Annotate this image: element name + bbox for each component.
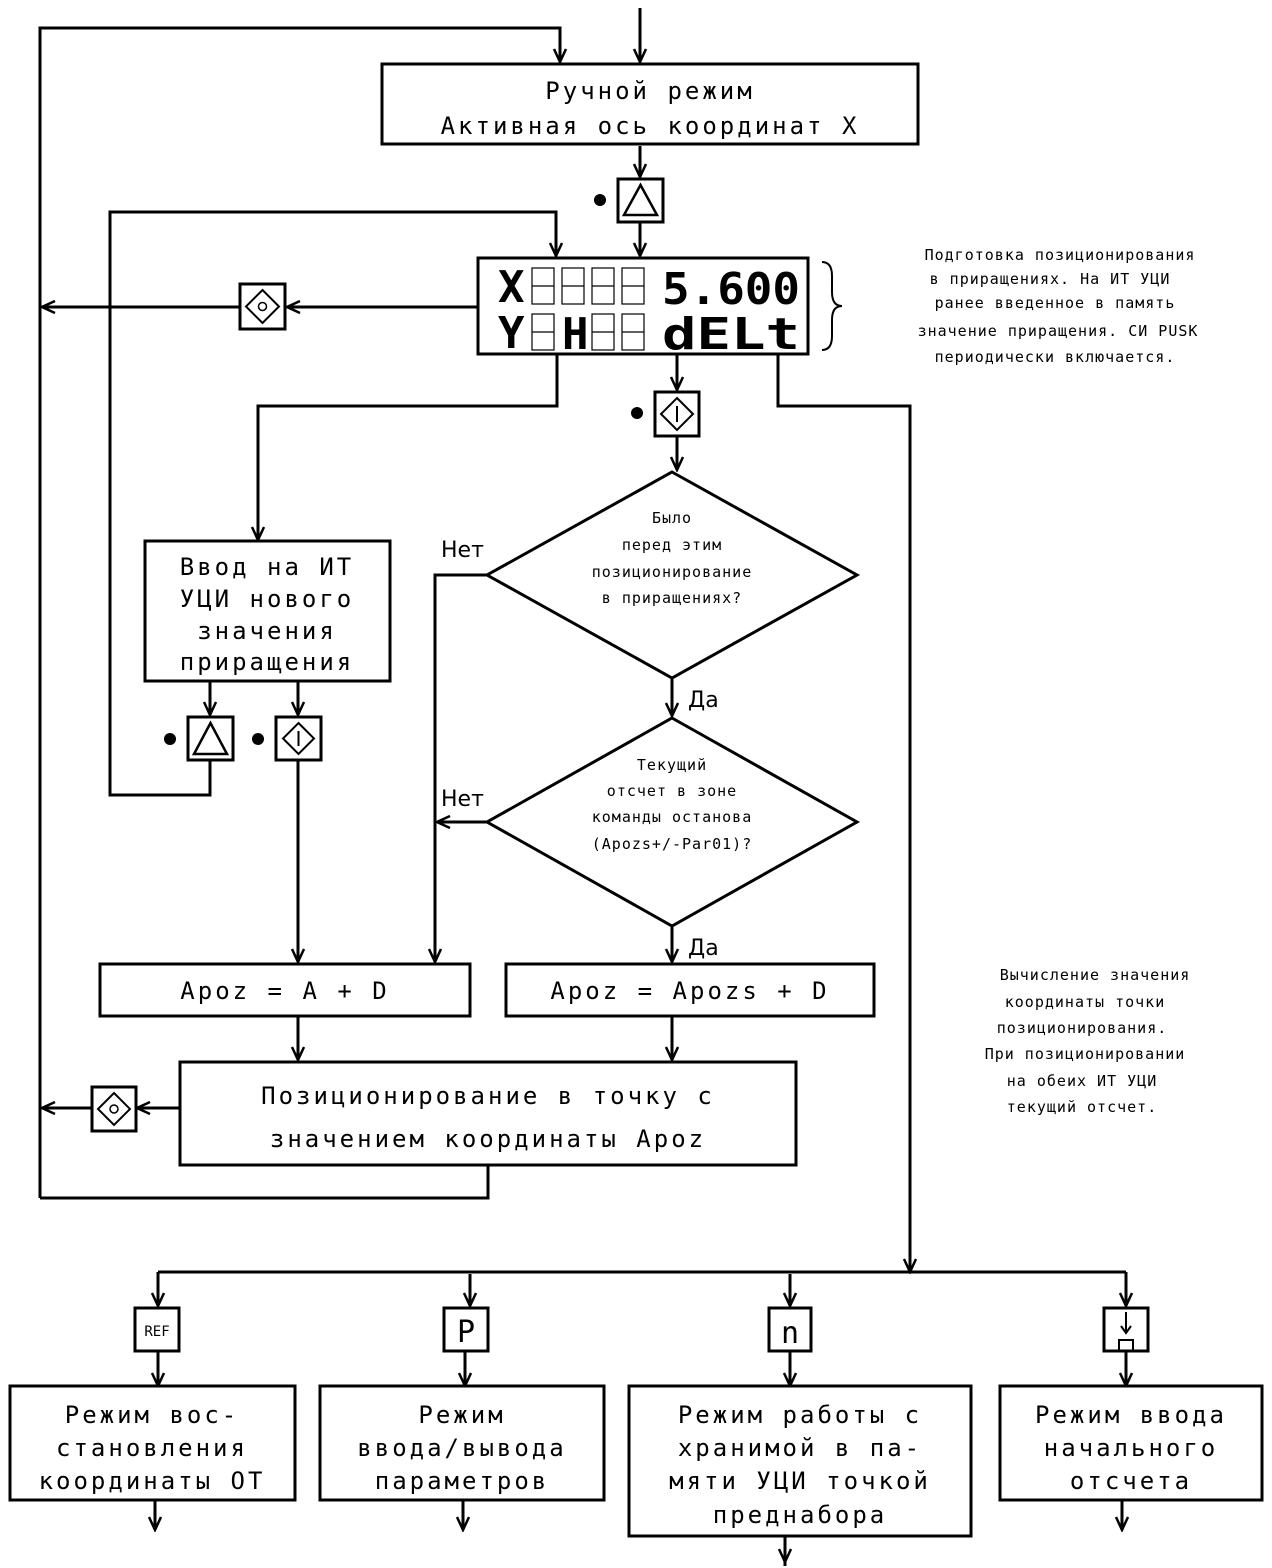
down-to-zero-icon — [1118, 1312, 1134, 1351]
svg-text:координаты ОТ: координаты ОТ — [39, 1467, 266, 1495]
positioning-box: Позиционирование в точку с значением коо… — [178, 1060, 798, 1167]
mode-params-box: Режим ввода/вывода параметров — [318, 1384, 606, 1502]
decision-in-stop-zone: Текущий отсчет в зоне команды останова (… — [483, 716, 861, 928]
svg-text:n: n — [781, 1316, 799, 1351]
diamond-icon — [244, 288, 281, 325]
info-key-top[interactable] — [631, 390, 701, 438]
triangle-up-icon — [191, 720, 230, 756]
svg-text:хранимой в па-: хранимой в па- — [678, 1434, 922, 1462]
svg-text:значением координаты Apoz: значением координаты Apoz — [270, 1125, 706, 1153]
origin-key[interactable] — [1102, 1306, 1150, 1353]
svg-text:приращения: приращения — [180, 648, 355, 676]
svg-text:параметров: параметров — [375, 1467, 550, 1495]
svg-text:в приращениях. На ИТ УЦИ: в приращениях. На ИТ УЦИ — [930, 270, 1171, 288]
mode-ref-restore-box: Режим вос- становления координаты ОТ — [8, 1384, 297, 1502]
svg-text:Вычисление значения: Вычисление значения — [1000, 966, 1191, 984]
svg-text:Apoz = A + D: Apoz = A + D — [180, 977, 389, 1005]
axis-y-label: Y — [498, 308, 525, 359]
svg-text:текущий отсчет.: текущий отсчет. — [1007, 1098, 1157, 1116]
svg-text:перед этим: перед этим — [622, 536, 722, 554]
info-key-input[interactable] — [252, 715, 323, 762]
mode-origin-box: Режим ввода начального отсчета — [998, 1384, 1264, 1502]
svg-text:P: P — [457, 1315, 475, 1350]
svg-text:(Apozs+/-Par01)?: (Apozs+/-Par01)? — [592, 835, 753, 853]
brace-icon — [821, 261, 843, 351]
svg-text:ранее введенное в память: ранее введенное в память — [935, 294, 1176, 312]
svg-text:периодически включается.: периодически включается. — [935, 348, 1176, 366]
svg-text:позиционирования.: позиционирования. — [997, 1019, 1168, 1037]
diamond-key-top[interactable] — [238, 282, 287, 331]
n-key[interactable]: n — [767, 1306, 813, 1353]
svg-text:отсчета: отсчета — [1070, 1467, 1192, 1495]
svg-text:Режим: Режим — [418, 1401, 505, 1429]
svg-text:значение приращения. СИ PUSK: значение приращения. СИ PUSK — [918, 322, 1199, 340]
svg-text:команды останова: команды останова — [592, 808, 753, 826]
svg-text:мяти УЦИ точкой: мяти УЦИ точкой — [669, 1467, 931, 1495]
decision2-no-label: Нет — [441, 787, 484, 812]
note-preparation: Подготовка позиционирования в приращения… — [918, 246, 1199, 366]
x-value: 5.600 — [662, 264, 800, 315]
diamond-i-icon — [281, 721, 316, 756]
formula-left-box: Apoz = A + D — [98, 962, 472, 1018]
press-dot-icon — [631, 407, 643, 419]
note-calculation: Вычисление значения координаты точки поз… — [985, 966, 1191, 1116]
ref-key[interactable]: REF — [133, 1306, 181, 1353]
svg-text:Apoz = Apozs + D: Apoz = Apozs + D — [550, 977, 829, 1005]
active-axis-label: Активная ось координат X — [441, 112, 860, 140]
svg-text:Режим вос-: Режим вос- — [65, 1401, 240, 1429]
blank-digits-row1 — [531, 267, 645, 305]
diamond-icon — [96, 1091, 132, 1127]
y-mode-char: H — [562, 309, 589, 360]
press-dot-icon — [164, 733, 176, 745]
svg-text:Было: Было — [652, 509, 692, 527]
svg-text:Режим работы с: Режим работы с — [678, 1401, 922, 1429]
svg-text:Позиционирование в точку с: Позиционирование в точку с — [261, 1082, 715, 1110]
press-dot-icon — [252, 733, 264, 745]
formula-right-box: Apoz = Apozs + D — [504, 962, 876, 1018]
connectors — [38, 8, 1126, 1566]
decision2-yes-label: Да — [688, 936, 719, 961]
mode-preset-box: Режим работы с хранимой в па- мяти УЦИ т… — [627, 1384, 973, 1538]
svg-text:начального: начального — [1044, 1434, 1219, 1462]
decision1-yes-label: Да — [688, 688, 719, 713]
axis-x-label: X — [498, 262, 525, 313]
y-value: dELt — [662, 309, 800, 360]
svg-text:Ввод на ИТ: Ввод на ИТ — [180, 553, 355, 581]
svg-text:позиционирование: позиционирование — [592, 563, 753, 581]
svg-text:становления: становления — [56, 1434, 248, 1462]
diamond-key-bottom[interactable] — [90, 1085, 138, 1133]
decision1-no-label: Нет — [441, 538, 484, 563]
svg-text:При позиционировании: При позиционировании — [985, 1045, 1186, 1063]
svg-text:Подготовка позиционирования: Подготовка позиционирования — [925, 246, 1196, 264]
press-dot-icon — [594, 194, 606, 206]
svg-text:на обеих ИТ УЦИ: на обеих ИТ УЦИ — [1007, 1072, 1157, 1090]
triangle-up-icon — [621, 182, 660, 217]
svg-text:Режим ввода: Режим ввода — [1035, 1401, 1227, 1429]
blank-digits-row2 — [531, 313, 645, 351]
svg-text:значения: значения — [197, 617, 337, 645]
svg-text:отсчет в зоне: отсчет в зоне — [607, 782, 737, 800]
svg-text:преднабора: преднабора — [713, 1501, 888, 1529]
manual-mode-title: Ручной режим — [545, 77, 754, 105]
svg-text:Текущий: Текущий — [637, 756, 707, 774]
up-key-input[interactable] — [164, 715, 235, 762]
svg-text:УЦИ нового: УЦИ нового — [180, 585, 355, 613]
input-increment-box: Ввод на ИТ УЦИ нового значения приращени… — [143, 539, 392, 683]
p-key[interactable]: P — [442, 1306, 490, 1353]
decision-was-incremental: Было перед этим позиционирование в прира… — [483, 470, 861, 680]
dro-display: X 5.600 Y H dELt — [476, 256, 810, 360]
up-key-top[interactable] — [594, 177, 665, 224]
diamond-i-icon — [659, 396, 695, 432]
svg-text:REF: REF — [144, 1324, 169, 1340]
svg-text:координаты точки: координаты точки — [1005, 993, 1166, 1011]
svg-text:в приращениях?: в приращениях? — [602, 589, 742, 607]
manual-mode-box: Ручной режим Активная ось координат X — [380, 62, 920, 146]
svg-text:ввода/вывода: ввода/вывода — [357, 1434, 566, 1462]
